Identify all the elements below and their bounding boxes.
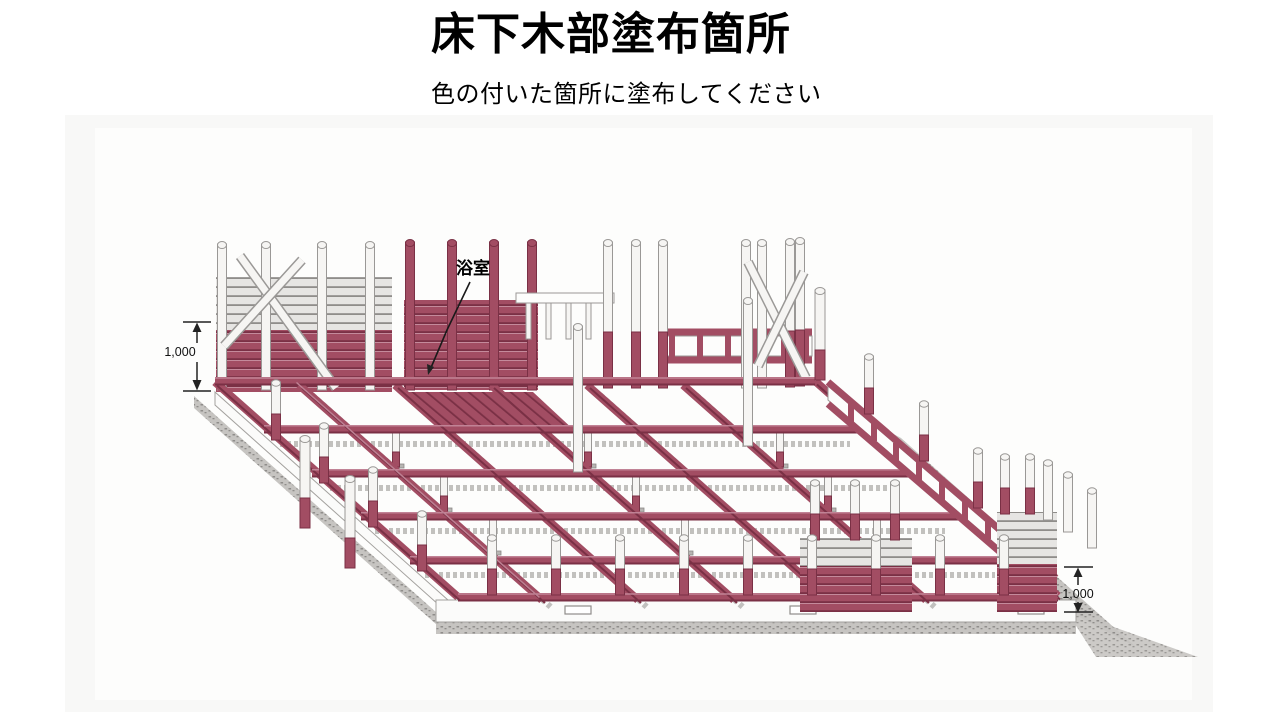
bathroom-callout: 浴室 — [427, 258, 490, 375]
page-title: 床下木部塗布箇所 — [431, 10, 791, 59]
diagonal-brace — [220, 253, 341, 391]
diagonal-brace — [743, 259, 811, 381]
dimension-right: 1,000 — [1062, 566, 1094, 613]
dimension-left: 1,000 — [164, 321, 211, 392]
upper-floor-railing — [515, 292, 615, 340]
bathroom-label: 浴室 — [456, 258, 490, 278]
header: 床下木部塗布箇所 色の付いた箇所に塗布してください — [431, 10, 822, 109]
northeast-studs — [741, 237, 811, 389]
coated-floor-beams — [212, 377, 1061, 604]
diagram-panel: 1,000 1,000 浴室 — [65, 115, 1213, 712]
back-left-wall — [216, 241, 392, 392]
dimension-right-value: 1,000 — [1062, 587, 1093, 601]
underfloor-framing-diagram: 1,000 1,000 浴室 — [95, 128, 1198, 700]
dimension-left-value: 1,000 — [164, 345, 195, 359]
page-subtitle: 色の付いた箇所に塗布してください — [431, 80, 822, 108]
foundation-vent — [564, 605, 592, 615]
east-siding-panel-a — [800, 479, 912, 612]
